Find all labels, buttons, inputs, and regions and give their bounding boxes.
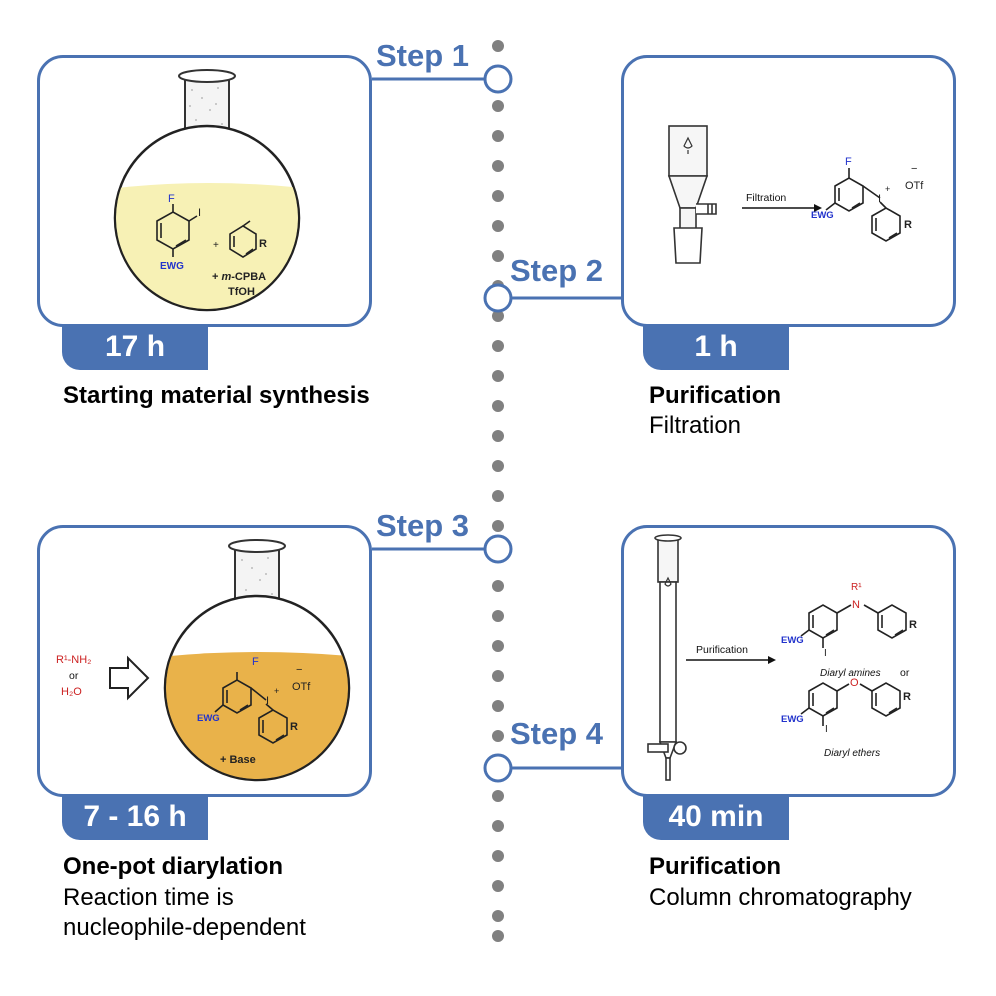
iodonium-charge: + bbox=[885, 184, 890, 194]
product-ewg: EWG bbox=[811, 210, 834, 221]
iodine-label: I bbox=[198, 207, 201, 219]
reagent-charge: + bbox=[274, 686, 279, 696]
or-label-left: or bbox=[69, 670, 79, 682]
product-iodine: I bbox=[878, 193, 881, 205]
step-3-subtitle-line-1: Reaction time is bbox=[63, 884, 234, 911]
step-4-time-badge: 40 min bbox=[643, 794, 789, 840]
step-3-subtitle-line-2: nucleophile-dependent bbox=[63, 914, 306, 941]
amine-r-group: R bbox=[909, 619, 917, 631]
step-1-title: Starting material synthesis bbox=[63, 382, 370, 409]
product-r-group: R bbox=[904, 219, 912, 231]
amine-ewg: EWG bbox=[781, 635, 804, 646]
reagent-r-group: R bbox=[290, 721, 298, 733]
step-3-title: One-pot diarylation bbox=[63, 853, 284, 880]
timeline-dots bbox=[492, 40, 504, 942]
ether-ewg: EWG bbox=[781, 714, 804, 725]
reagent-ewg: EWG bbox=[197, 713, 220, 724]
ether-oxygen: O bbox=[850, 677, 859, 689]
water-nucleophile: H₂O bbox=[61, 686, 82, 698]
step-4-label: Step 4 bbox=[510, 716, 604, 751]
product-fluorine: F bbox=[845, 156, 852, 168]
amine-nucleophile: R¹-NH₂ bbox=[56, 654, 91, 666]
ewg-label: EWG bbox=[160, 261, 184, 272]
step-1-time-badge: 17 h bbox=[62, 324, 208, 370]
round-bottom-flask-3: R¹-NH₂ or H₂O F I + − OTf E bbox=[56, 539, 351, 782]
step-1-panel: F I EWG + R + m-CPBA TfOH bbox=[37, 55, 372, 327]
reagent-iodine: I bbox=[266, 695, 269, 707]
step-3-label: Step 3 bbox=[376, 508, 470, 543]
ether-iodine: I bbox=[825, 724, 828, 735]
or-label-right: or bbox=[900, 667, 910, 679]
step-4-subtitle: Column chromatography bbox=[649, 884, 912, 911]
reagent-triflate: OTf bbox=[292, 681, 311, 693]
filtration-arrow-label: Filtration bbox=[746, 192, 786, 204]
step-3-time-badge: 7 - 16 h bbox=[62, 794, 208, 840]
step-4-panel: Purification N R¹ I EWG R Diaryl amines … bbox=[621, 525, 956, 797]
purification-arrow-label: Purification bbox=[696, 644, 748, 656]
amine-nitrogen: N bbox=[852, 599, 860, 611]
triflate-label: OTf bbox=[905, 180, 924, 192]
round-bottom-flask-1: F I EWG + R + m-CPBA TfOH bbox=[113, 69, 301, 312]
step-4-title: Purification bbox=[649, 853, 782, 880]
step-2-time-badge: 1 h bbox=[643, 324, 789, 370]
step-2-panel: Filtration F I + − OTf EWG R bbox=[621, 55, 956, 327]
tfoh-label: TfOH bbox=[228, 286, 255, 298]
reagent-fluorine: F bbox=[252, 656, 259, 668]
mcpba-label: + m-CPBA bbox=[212, 271, 266, 283]
filtration-funnel: Filtration F I + − OTf EWG R bbox=[667, 125, 924, 264]
diaryl-ethers-label: Diaryl ethers bbox=[824, 748, 880, 759]
step-2-title: Purification bbox=[649, 382, 782, 409]
step-2-subtitle: Filtration bbox=[649, 412, 742, 439]
step-1-label: Step 1 bbox=[376, 38, 470, 73]
amine-iodine: I bbox=[824, 648, 827, 659]
step-2-label: Step 2 bbox=[510, 253, 604, 288]
reagent-triflate-charge: − bbox=[296, 664, 302, 676]
amine-r1-group: R¹ bbox=[851, 582, 862, 593]
plus-sign: + bbox=[213, 240, 219, 251]
base-label: + Base bbox=[220, 754, 256, 766]
diaryl-amines-label: Diaryl amines bbox=[820, 668, 881, 679]
ether-r-group: R bbox=[903, 691, 911, 703]
r-group-label: R bbox=[259, 238, 267, 250]
chromatography-column: Purification N R¹ I EWG R Diaryl amines … bbox=[647, 534, 917, 781]
triflate-charge: − bbox=[911, 163, 917, 175]
fluorine-label: F bbox=[168, 193, 175, 205]
step-3-panel: R¹-NH₂ or H₂O F I + − OTf E bbox=[37, 525, 372, 797]
